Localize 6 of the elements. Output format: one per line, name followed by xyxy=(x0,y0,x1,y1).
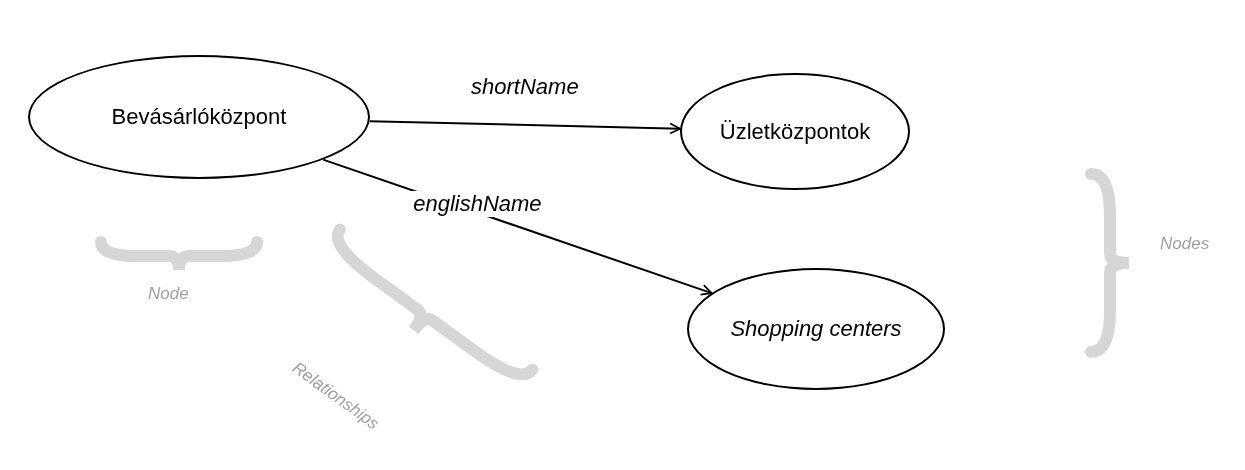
annotation-label: Node xyxy=(148,284,189,304)
node-label: Bevásárlóközpont xyxy=(111,104,287,130)
node-label: Üzletközpontok xyxy=(719,118,871,145)
node-label: Shopping centers xyxy=(730,316,902,342)
annotation-label: Nodes xyxy=(1160,234,1210,254)
arrow xyxy=(368,120,682,135)
